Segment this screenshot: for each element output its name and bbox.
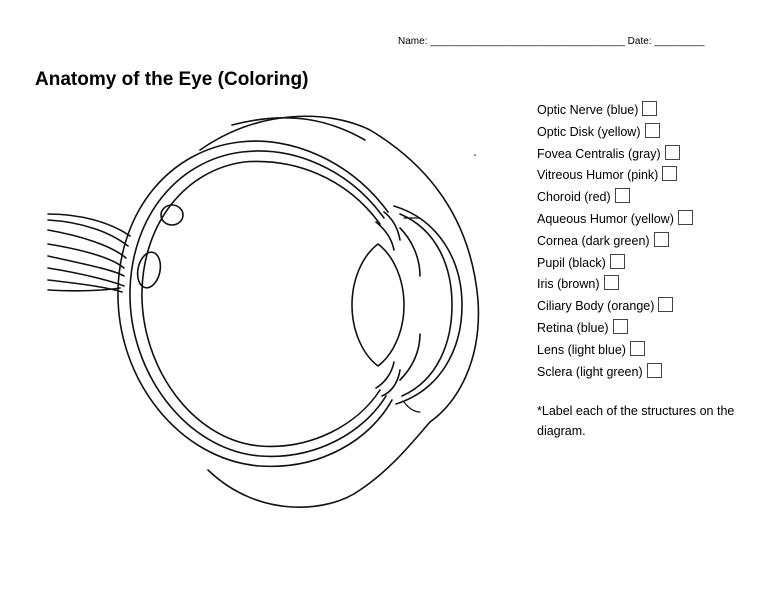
outer-lower-curve [207,421,431,508]
aqueous-mark [403,217,421,413]
date-blank-line[interactable]: _________ [654,36,705,47]
legend-label: Choroid (red) [537,190,611,205]
label-instruction-note: *Label each of the structures on the dia… [537,404,735,438]
ciliary-body-lower [375,361,401,397]
optic-nerve [47,213,131,293]
legend-label: Optic Nerve (blue) [537,103,639,117]
legend-checkbox[interactable] [677,209,693,225]
legend-checkbox[interactable] [658,297,674,313]
retina [141,160,381,448]
legend-checkbox[interactable] [629,340,645,356]
legend-label: Fovea Centralis (gray) [537,146,661,161]
legend-item: Sclera (light green) [537,362,693,384]
legend-item: Optic Disk (yellow) [537,122,693,144]
coloring-legend: Optic Nerve (blue) Optic Disk (yellow) F… [537,100,693,383]
legend-item: Vitreous Humor (pink) [537,165,693,187]
legend-checkbox[interactable] [646,362,662,378]
legend-label: Sclera (light green) [537,364,643,379]
outer-upper-curve [199,115,480,423]
legend-label: Lens (light blue) [537,342,626,357]
legend-item: Fovea Centralis (gray) [537,144,693,166]
legend-item: Lens (light blue) [537,340,693,362]
legend-checkbox[interactable] [609,253,625,269]
name-blank-line[interactable]: ___________________________________ [430,36,625,47]
legend-label: Cornea (dark green) [537,233,650,248]
legend-item: Choroid (red) [537,187,693,209]
legend-label: Optic Disk (yellow) [537,124,641,139]
eye-diagram [47,115,480,508]
legend-item: Retina (blue) [537,318,693,340]
legend-label: Ciliary Body (orange) [537,299,655,314]
legend-label: Vitreous Humor (pink) [537,168,659,183]
legend-checkbox[interactable] [614,188,630,204]
choroid [129,150,387,458]
legend-checkbox[interactable] [603,275,619,291]
stray-dot [474,154,476,156]
legend-checkbox[interactable] [644,122,660,138]
upper-lid-line [231,116,366,141]
legend-label: Iris (brown) [537,277,600,292]
legend-checkbox[interactable] [642,101,658,116]
name-label: Name: [398,36,428,47]
sclera [117,140,393,468]
legend-item: Optic Nerve (blue) [537,100,693,122]
legend-label: Retina (blue) [537,320,609,335]
legend-item: Cornea (dark green) [537,231,693,253]
legend-label: Aqueous Humor (yellow) [537,211,674,226]
optic-disk [136,251,162,289]
legend-item: Pupil (black) [537,253,693,275]
lens [351,242,405,368]
ciliary-body-upper [375,211,401,251]
legend-item: Aqueous Humor (yellow) [537,209,693,231]
legend-checkbox[interactable] [653,231,669,247]
legend-checkbox[interactable] [662,166,678,182]
legend-item: Ciliary Body (orange) [537,296,693,318]
legend-label: Pupil (black) [537,255,606,270]
date-label: Date: [627,36,652,47]
fovea-centralis [160,204,184,226]
name-date-header: Name: __________________________________… [398,36,704,47]
legend-item: Iris (brown) [537,274,693,296]
legend-checkbox[interactable] [664,144,680,160]
page-title: Anatomy of the Eye (Coloring) [35,69,309,90]
legend-checkbox[interactable] [612,318,628,334]
cornea-inner [399,213,453,397]
iris [399,227,421,381]
cornea [393,205,463,405]
